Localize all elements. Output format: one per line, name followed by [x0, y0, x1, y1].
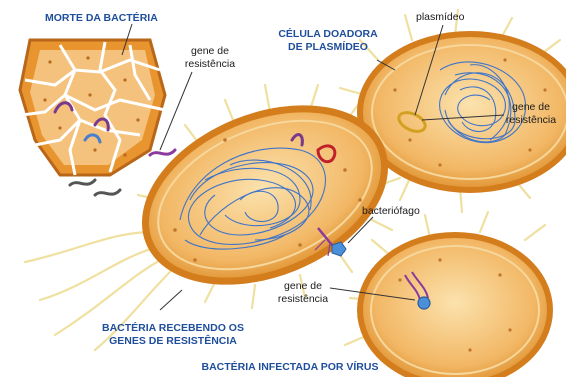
- label-bacteria-infectada: BACTÉRIA INFECTADA POR VÍRUS: [190, 361, 390, 373]
- label-celula-doadora-1: CÉLULA DOADORA: [268, 28, 388, 40]
- label-celula-doadora-2: DE PLASMÍDEO: [268, 41, 388, 53]
- infected-cell: [360, 235, 550, 377]
- label-bacteriofago: bacteriófago: [362, 205, 420, 217]
- label-bacteria-recebendo-2: GENES DE RESISTÊNCIA: [88, 335, 258, 347]
- label-gene-bottom-1: gene de: [268, 280, 338, 292]
- label-morte-da-bacteria: MORTE DA BACTÉRIA: [45, 12, 158, 24]
- label-bacteria-recebendo-1: BACTÉRIA RECEBENDO OS: [88, 322, 258, 334]
- label-gene-top-2: resistência: [175, 58, 245, 70]
- label-plasmideo: plasmídeo: [416, 11, 464, 23]
- dead-bacterium: [20, 40, 175, 195]
- label-gene-bottom-2: resistência: [268, 293, 338, 305]
- label-gene-top-1: gene de: [175, 45, 245, 57]
- label-gene-right-1: gene de: [498, 101, 564, 113]
- label-gene-right-2: resistência: [498, 114, 564, 126]
